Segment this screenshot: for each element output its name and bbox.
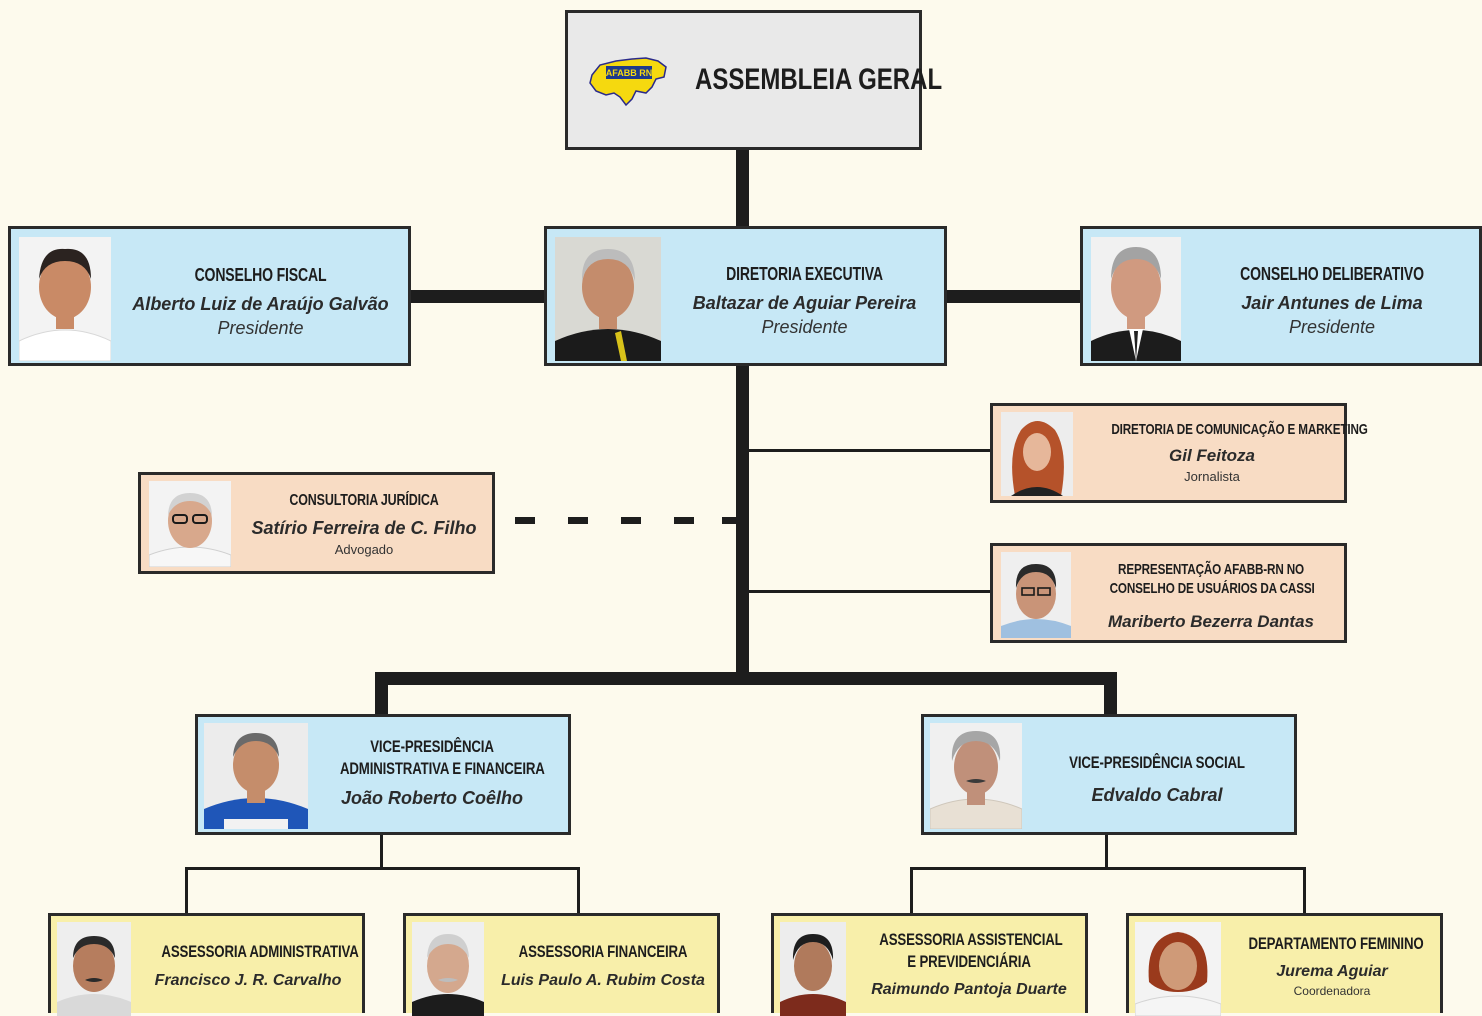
cassi-name: Mariberto Bezerra Dantas	[1108, 612, 1314, 631]
diretoria-executiva-role: Presidente	[761, 317, 848, 337]
conselho-deliberativo-title: CONSELHO DELIBERATIVO	[1240, 264, 1424, 284]
connector-to-dep-feminino	[1303, 867, 1306, 915]
diretoria-executiva-title: DIRETORIA EXECUTIVA	[726, 264, 883, 284]
dashed-connector-segment	[515, 517, 535, 524]
assessoria-assistencial-name: Raimundo Pantoja Duarte	[871, 981, 1067, 998]
cassi-title-line2: CONSELHO DE USUÁRIOS DA CASSI	[1109, 580, 1315, 597]
connector-to-vp-social	[1104, 672, 1117, 716]
assembly-box: AFABB RN ASSEMBLEIA GERAL	[565, 10, 942, 150]
assessoria-financeira-box: ASSESSORIA FINANCEIRA Luis Paulo A. Rubi…	[403, 913, 720, 1016]
cassi-title-line1: REPRESENTAÇÃO AFABB-RN NO	[1118, 561, 1304, 578]
assessoria-assistencial-title-line2: E PREVIDENCIÁRIA	[907, 952, 1031, 971]
connector-to-cassi	[749, 590, 991, 593]
assessoria-assistencial-title-line1: ASSESSORIA ASSISTENCIAL	[879, 930, 1063, 949]
assessoria-financeira-text: ASSESSORIA FINANCEIRA Luis Paulo A. Rubi…	[492, 942, 714, 990]
dashed-connector-segment	[621, 517, 641, 524]
conselho-deliberativo-name: Jair Antunes de Lima	[1241, 293, 1423, 313]
connector-vp-adm-down	[380, 833, 383, 869]
person-photo-edvaldo	[930, 723, 1022, 829]
person-photo-satirio	[149, 481, 231, 567]
departamento-feminino-title: DEPARTAMENTO FEMININO	[1248, 934, 1424, 953]
person-photo-gil	[1001, 412, 1073, 496]
person-photo-joao	[204, 723, 308, 829]
comunicacao-title: DIRETORIA DE COMUNICAÇÃO E MARKETING	[1111, 421, 1368, 438]
vp-social-text: VICE-PRESIDÊNCIA SOCIAL Edvaldo Cabral	[1028, 753, 1286, 806]
assessoria-assistencial-text: ASSESSORIA ASSISTENCIAL E PREVIDENCIÁRIA…	[854, 930, 1084, 999]
consultoria-title: CONSULTORIA JURÍDICA	[289, 492, 439, 509]
vp-administrativa-title-line2: ADMINISTRATIVA E FINANCEIRA	[339, 759, 545, 778]
dashed-connector-segment	[568, 517, 588, 524]
dashed-connector-segment	[674, 517, 694, 524]
departamento-feminino-text: DEPARTAMENTO FEMININO Jurema Aguiar Coor…	[1225, 934, 1439, 998]
conselho-deliberativo-role: Presidente	[1288, 317, 1376, 337]
comunicacao-role: Jornalista	[1184, 469, 1240, 484]
connector-to-ass-adm	[185, 867, 188, 915]
consultoria-text: CONSULTORIA JURÍDICA Satírio Ferreira de…	[239, 492, 489, 557]
svg-text:AFABB RN: AFABB RN	[606, 68, 653, 78]
assessoria-administrativa-name: Francisco J. R. Carvalho	[154, 972, 342, 989]
assessoria-assistencial-box: ASSESSORIA ASSISTENCIAL E PREVIDENCIÁRIA…	[771, 913, 1088, 1016]
conselho-fiscal-title: CONSELHO FISCAL	[194, 265, 327, 285]
diretoria-executiva-box: DIRETORIA EXECUTIVA Baltazar de Aguiar P…	[544, 226, 947, 366]
person-photo-mariberto	[1001, 552, 1071, 638]
vp-administrativa-title-line1: VICE-PRESIDÊNCIA	[370, 737, 494, 756]
connector-vp-social-branch	[910, 867, 1306, 870]
connector-directorate-to-deliberativo	[946, 290, 1082, 303]
comunicacao-box: DIRETORIA DE COMUNICAÇÃO E MARKETING Gil…	[990, 403, 1368, 503]
conselho-fiscal-name: Alberto Luiz de Araújo Galvão	[132, 294, 389, 314]
vp-administrativa-name: João Roberto Coêlho	[340, 788, 523, 808]
conselho-fiscal-box: CONSELHO FISCAL Alberto Luiz de Araújo G…	[8, 226, 411, 366]
cassi-text: REPRESENTAÇÃO AFABB-RN NO CONSELHO DE US…	[1081, 561, 1341, 632]
conselho-deliberativo-box: CONSELHO DELIBERATIVO Jair Antunes de Li…	[1080, 226, 1482, 366]
departamento-feminino-box: DEPARTAMENTO FEMININO Jurema Aguiar Coor…	[1126, 913, 1443, 1016]
dashed-connector-segment	[722, 517, 738, 524]
departamento-feminino-role: Coordenadora	[1293, 984, 1371, 998]
person-photo-baltazar	[555, 237, 661, 361]
person-photo-francisco	[57, 922, 131, 1016]
connector-assembly-to-directorate	[736, 148, 749, 228]
connector-to-vp-adm	[375, 672, 388, 716]
assembly-title: ASSEMBLEIA GERAL	[695, 63, 943, 96]
assessoria-financeira-title: ASSESSORIA FINANCEIRA	[518, 942, 688, 961]
person-photo-luis	[412, 922, 484, 1016]
assessoria-administrativa-title: ASSESSORIA ADMINISTRATIVA	[161, 942, 359, 961]
connector-to-ass-fin	[577, 867, 580, 915]
assessoria-administrativa-box: ASSESSORIA ADMINISTRATIVA Francisco J. R…	[48, 913, 365, 1016]
afabb-logo: AFABB RN	[586, 53, 672, 109]
diretoria-executiva-text: DIRETORIA EXECUTIVA Baltazar de Aguiar P…	[667, 264, 942, 338]
comunicacao-text: DIRETORIA DE COMUNICAÇÃO E MARKETING Gil…	[1083, 421, 1368, 484]
person-photo-jair	[1091, 237, 1181, 361]
conselho-deliberativo-text: CONSELHO DELIBERATIVO Jair Antunes de Li…	[1193, 264, 1471, 338]
vp-administrativa-box: VICE-PRESIDÊNCIA ADMINISTRATIVA E FINANC…	[195, 714, 571, 835]
connector-to-comunicacao	[749, 449, 991, 452]
conselho-fiscal-role: Presidente	[217, 318, 304, 338]
connector-to-ass-assist	[910, 867, 913, 915]
vp-administrativa-text: VICE-PRESIDÊNCIA ADMINISTRATIVA E FINANC…	[314, 737, 550, 809]
assessoria-administrativa-text: ASSESSORIA ADMINISTRATIVA Francisco J. R…	[137, 942, 359, 990]
assessoria-financeira-name: Luis Paulo A. Rubim Costa	[501, 972, 705, 989]
connector-main-trunk	[736, 365, 749, 677]
vp-social-box: VICE-PRESIDÊNCIA SOCIAL Edvaldo Cabral	[921, 714, 1297, 835]
connector-vp-social-down	[1105, 833, 1108, 869]
connector-fiscal-to-directorate	[410, 290, 546, 303]
connector-vp-adm-branch	[185, 867, 580, 870]
person-photo-jurema	[1135, 922, 1221, 1016]
connector-vp-horizontal	[375, 672, 1117, 685]
vp-social-name: Edvaldo Cabral	[1091, 785, 1223, 805]
person-photo-raimundo	[780, 922, 846, 1016]
departamento-feminino-name: Jurema Aguiar	[1276, 963, 1388, 980]
consultoria-role: Advogado	[334, 542, 394, 557]
consultoria-box: CONSULTORIA JURÍDICA Satírio Ferreira de…	[138, 472, 495, 574]
consultoria-name: Satírio Ferreira de C. Filho	[251, 518, 477, 538]
vp-social-title: VICE-PRESIDÊNCIA SOCIAL	[1069, 753, 1245, 772]
person-photo-alberto	[19, 237, 111, 361]
cassi-box: REPRESENTAÇÃO AFABB-RN NO CONSELHO DE US…	[990, 543, 1347, 643]
comunicacao-name: Gil Feitoza	[1169, 446, 1255, 465]
conselho-fiscal-text: CONSELHO FISCAL Alberto Luiz de Araújo G…	[119, 265, 402, 339]
diretoria-executiva-name: Baltazar de Aguiar Pereira	[692, 293, 917, 313]
